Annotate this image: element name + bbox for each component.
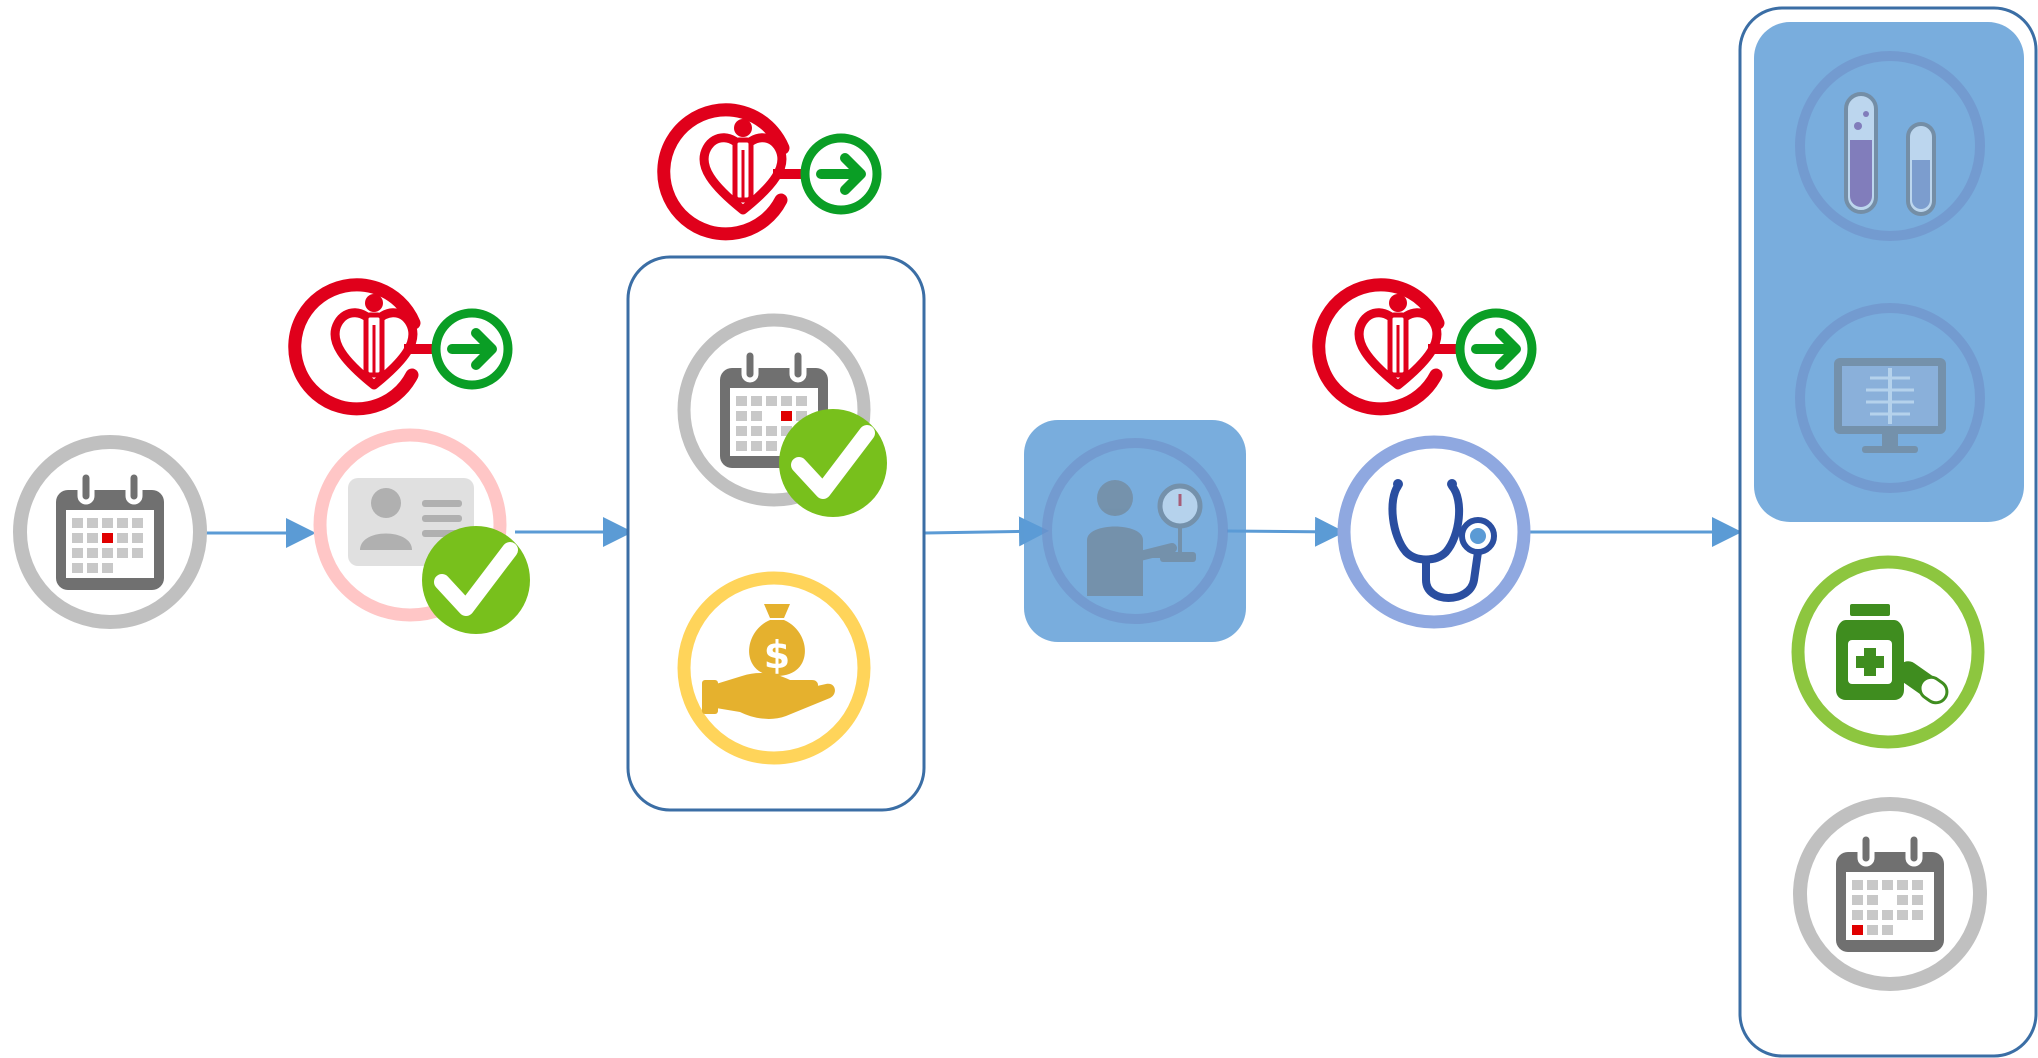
lab-test-item — [1795, 51, 1985, 241]
highlight-box — [1754, 22, 2024, 522]
stethoscope-icon — [1388, 479, 1497, 602]
imaging-item — [1795, 303, 1985, 493]
pharmacy-item — [1791, 555, 1985, 749]
step-consultation — [1319, 285, 1532, 629]
test-tubes-icon — [1844, 92, 1936, 216]
money-bag-hand-icon: $ — [702, 604, 835, 719]
step-registration — [295, 285, 530, 634]
calendar-icon — [720, 350, 828, 468]
blood-pressure-icon — [1087, 480, 1203, 596]
follow-up-appointment-item — [1793, 797, 1987, 991]
highlight-box — [1024, 420, 1246, 642]
arrow-3 — [924, 516, 1049, 547]
calendar-icon — [1836, 834, 1944, 952]
step-check-in-and-payment: $ — [626, 110, 926, 812]
calendar-icon — [56, 472, 164, 590]
hagoai-app-icon — [1319, 285, 1532, 409]
step-vital-signs — [1024, 420, 1246, 642]
xray-monitor-icon — [1834, 358, 1946, 453]
step-book-appointment — [13, 435, 207, 629]
check-badge-icon — [779, 409, 887, 517]
step-post-consultation — [1738, 6, 2038, 1058]
hagoai-app-icon — [295, 285, 508, 409]
svg-text:$: $ — [764, 633, 790, 677]
medicine-bottle-icon — [1836, 604, 1949, 705]
check-badge-icon — [422, 526, 530, 634]
hagoai-app-icon — [664, 110, 877, 234]
